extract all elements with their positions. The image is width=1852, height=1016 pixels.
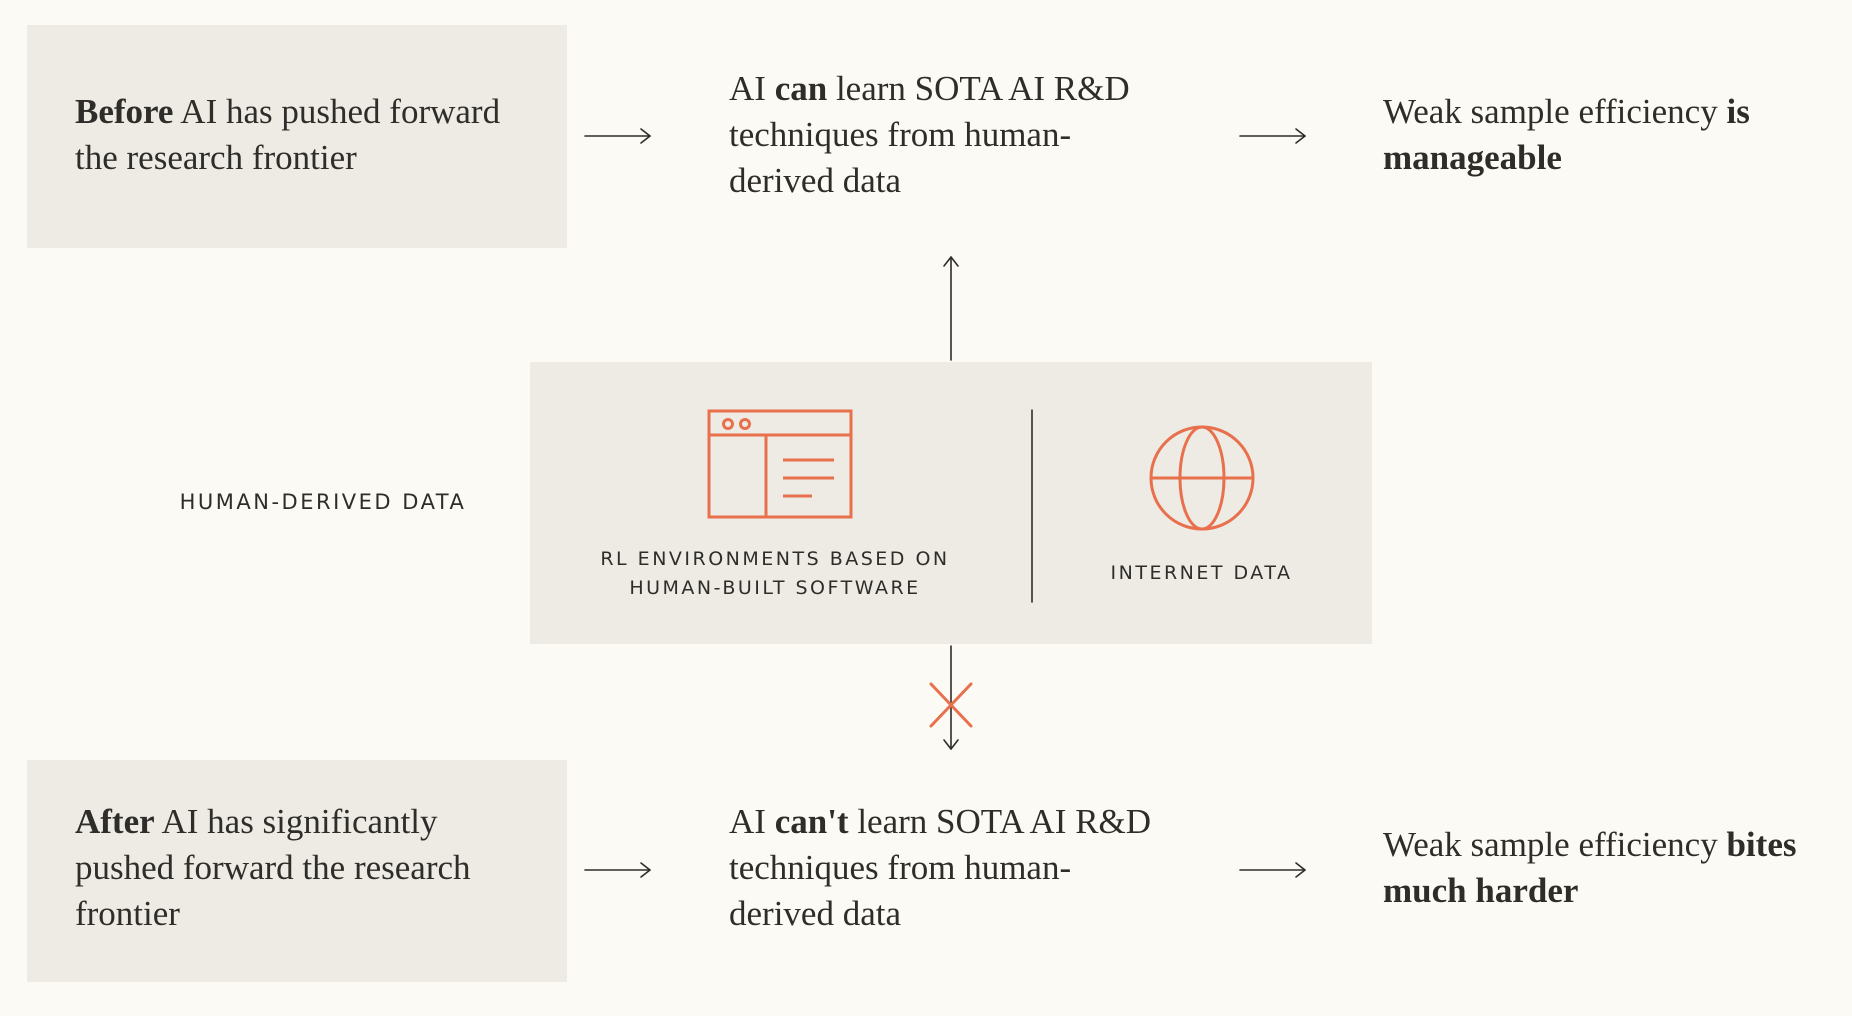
after-learning-post: learn SOTA AI R&D techniques from human-… [729, 802, 1152, 933]
arrow-can-to-manageable [1239, 128, 1306, 144]
before-outcome-text: Weak sample efficiency is manageable [1383, 89, 1813, 181]
before-learning-pre: AI [729, 69, 775, 108]
before-outcome-bold: is manageable [1383, 92, 1750, 177]
before-outcome-pre: Weak sample efficiency [1383, 92, 1727, 131]
before-situation-rest: AI has pushed forward the research front… [75, 92, 501, 177]
before-keyword: Before [75, 92, 174, 131]
arrow-cant-to-harder [1239, 862, 1306, 878]
before-learning-text: AI can learn SOTA AI R&D techniques from… [729, 66, 1149, 204]
after-outcome-bold: bites much harder [1383, 825, 1797, 910]
arrow-before-to-can [584, 128, 651, 144]
before-learning-can: can [774, 69, 828, 108]
human-derived-data-label: HUMAN-DERIVED DATA [179, 490, 467, 514]
after-outcome-text: Weak sample efficiency bites much harder [1383, 822, 1823, 914]
blocked-x-icon [929, 682, 973, 728]
after-outcome-pre: Weak sample efficiency [1383, 825, 1727, 864]
arrow-after-to-cant [584, 862, 651, 878]
after-learning-cant: can't [774, 802, 849, 841]
after-situation-rest: AI has significantly pushed forward the … [75, 802, 471, 933]
arrow-data-up-to-can [943, 256, 959, 361]
before-box [27, 25, 567, 248]
after-situation-text: After AI has significantly pushed forwar… [75, 799, 475, 937]
after-learning-pre: AI [729, 802, 775, 841]
before-situation-text: Before AI has pushed forward the researc… [75, 89, 525, 181]
rl-label-line1: RL ENVIRONMENTS BASED ON [600, 548, 950, 570]
rl-label-line2: HUMAN-BUILT SOFTWARE [629, 577, 921, 599]
after-box [27, 760, 567, 982]
rl-environments-label: RL ENVIRONMENTS BASED ON HUMAN-BUILT SOF… [590, 545, 960, 603]
internet-data-label: INTERNET DATA [1110, 562, 1293, 584]
arrow-data-down-blocked [943, 645, 959, 750]
browser-window-icon [707, 409, 853, 519]
data-sources-box [530, 362, 1372, 644]
after-keyword: After [75, 802, 155, 841]
globe-icon [1149, 425, 1255, 531]
after-learning-text: AI can't learn SOTA AI R&D techniques fr… [729, 799, 1169, 937]
before-learning-post: learn SOTA AI R&D techniques from human-… [729, 69, 1130, 200]
